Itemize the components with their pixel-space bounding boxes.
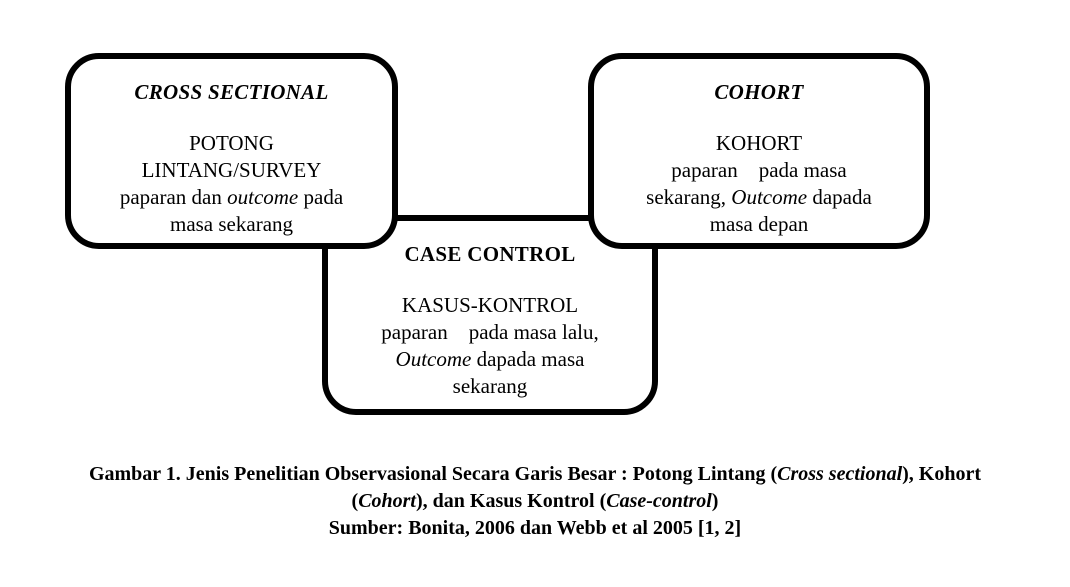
- text-line: paparan pada masa lalu,: [328, 319, 652, 346]
- text-line: KOHORT: [594, 130, 924, 157]
- text-segment: KOHORT: [715, 131, 803, 155]
- text-segment: Gambar 1. Jenis Penelitian Observasional…: [88, 463, 778, 485]
- text-segment: ): [711, 490, 719, 512]
- text-segment: (: [351, 490, 359, 512]
- text-segment: pada: [298, 185, 344, 209]
- text-segment: paparan dan: [119, 185, 228, 209]
- italic-text-segment: Cross sectional: [777, 463, 903, 485]
- text-segment: sekarang: [452, 374, 528, 398]
- text-line: sekarang, Outcome dapada: [594, 184, 924, 211]
- figure-caption: Gambar 1. Jenis Penelitian Observasional…: [0, 461, 1070, 542]
- text-line: Outcome dapada masa: [328, 346, 652, 373]
- text-line: POTONG: [71, 130, 392, 157]
- text-segment: ), dan Kasus Kontrol (: [416, 490, 607, 512]
- text-line: sekarang: [328, 373, 652, 400]
- box-title-cohort: COHORT: [714, 80, 804, 104]
- text-segment: masa sekarang: [169, 212, 294, 236]
- text-segment: masa depan: [709, 212, 809, 236]
- text-segment: paparan pada masa: [671, 158, 847, 182]
- text-segment: sekarang,: [646, 185, 732, 209]
- text-line: paparan dan outcome pada: [71, 184, 392, 211]
- box-title-cross-sectional: CROSS SECTIONAL: [134, 80, 329, 104]
- italic-text-segment: Outcome: [395, 347, 472, 371]
- italic-text-segment: outcome: [227, 185, 299, 209]
- text-line: masa depan: [594, 211, 924, 238]
- text-line: KASUS-KONTROL: [328, 292, 652, 319]
- box-case-control: CASE CONTROL KASUS-KONTROL paparan pada m…: [322, 215, 658, 415]
- italic-text-segment: Cohort: [358, 490, 416, 512]
- text-segment: paparan pada masa lalu,: [381, 320, 599, 344]
- text-segment: KASUS-KONTROL: [401, 293, 579, 317]
- text-line: Sumber: Bonita, 2006 dan Webb et al 2005…: [0, 515, 1070, 542]
- text-segment: dapada masa: [471, 347, 585, 371]
- text-segment: POTONG: [189, 131, 274, 155]
- text-line: masa sekarang: [71, 211, 392, 238]
- text-line: paparan pada masa: [594, 157, 924, 184]
- text-line: LINTANG/SURVEY: [71, 157, 392, 184]
- box-title-case-control: CASE CONTROL: [404, 242, 576, 266]
- text-segment: LINTANG/SURVEY: [141, 158, 322, 182]
- italic-text-segment: Case-control: [606, 490, 712, 512]
- text-segment: ), Kohort: [902, 463, 982, 485]
- text-segment: dapada: [807, 185, 872, 209]
- text-line: (Cohort), dan Kasus Kontrol (Case-contro…: [0, 488, 1070, 515]
- text-segment: Sumber: Bonita, 2006 dan Webb et al 2005…: [328, 517, 742, 539]
- text-line: Gambar 1. Jenis Penelitian Observasional…: [0, 461, 1070, 488]
- italic-text-segment: Outcome: [731, 185, 808, 209]
